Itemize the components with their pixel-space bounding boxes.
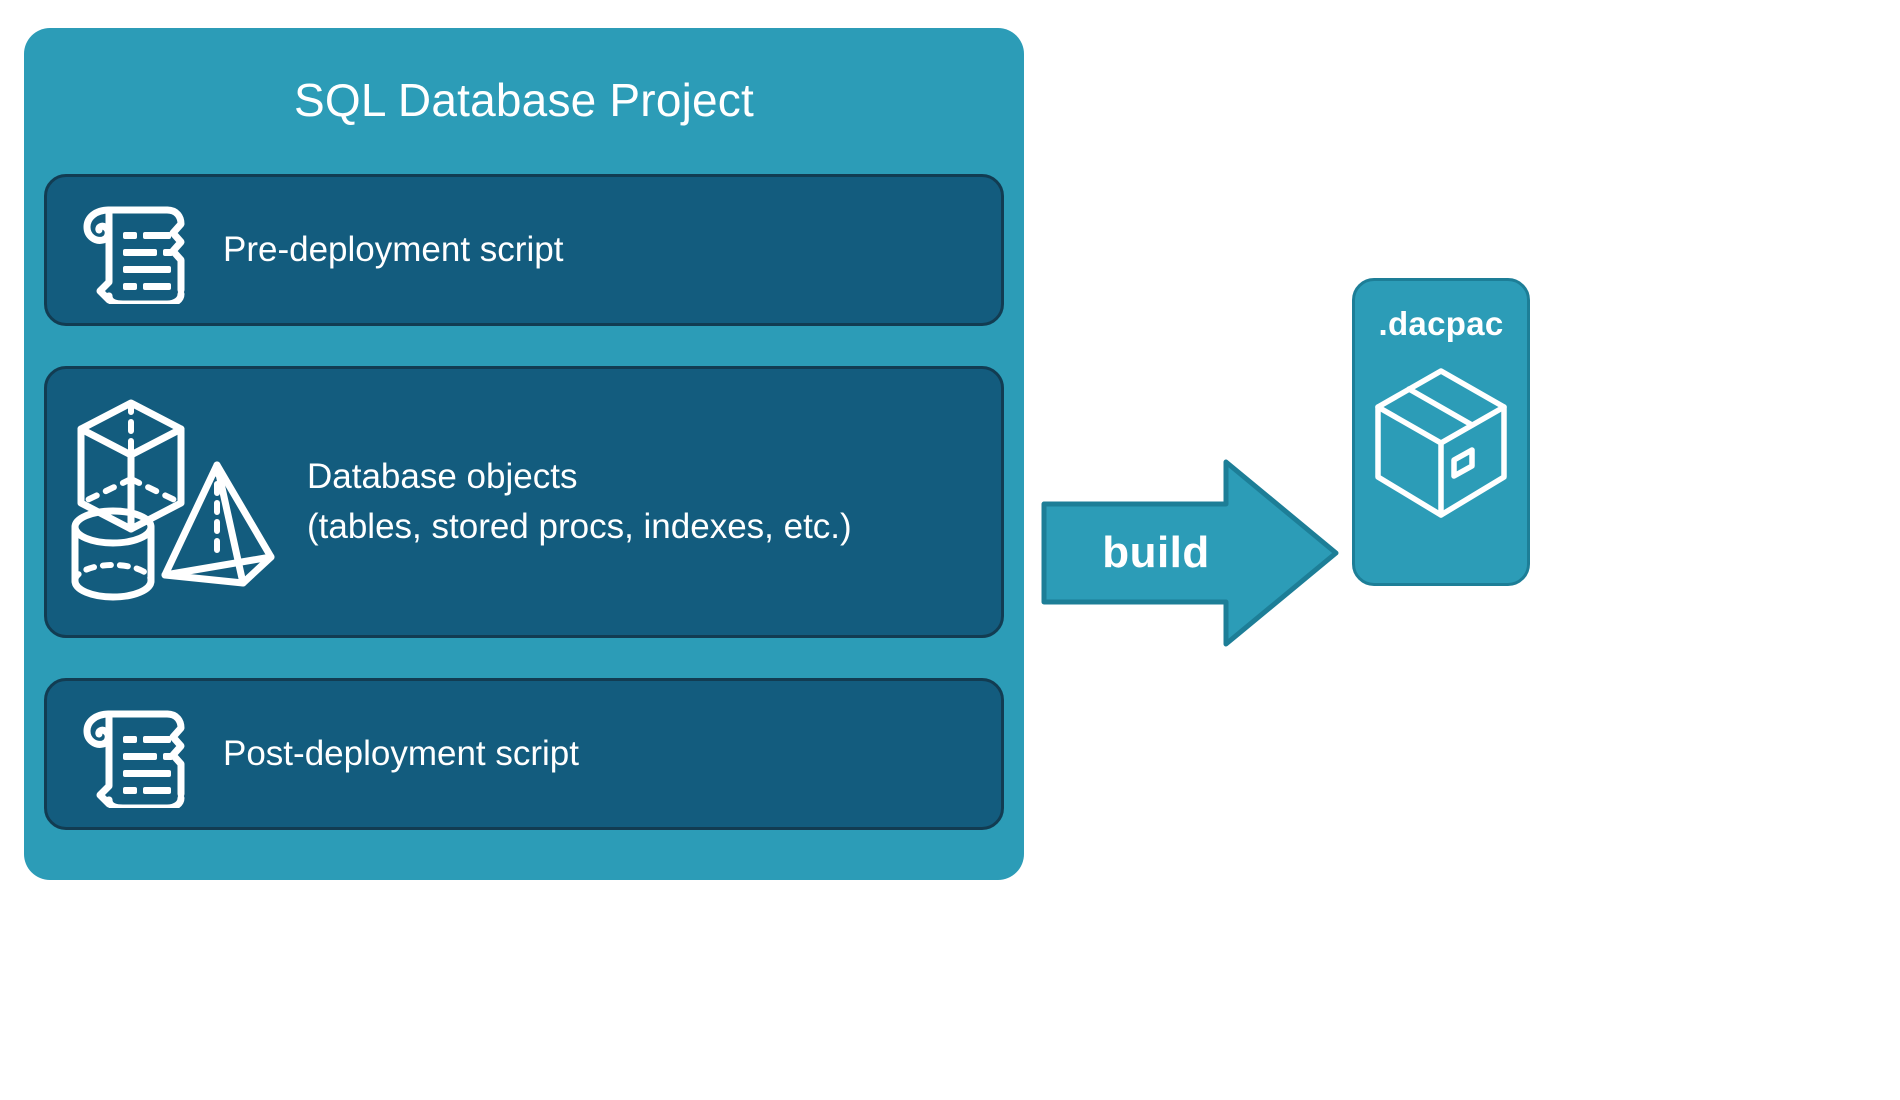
arrow-right-icon bbox=[1041, 459, 1339, 647]
project-title: SQL Database Project bbox=[294, 74, 754, 126]
package-box-icon bbox=[1372, 365, 1510, 525]
scroll-script-icon bbox=[47, 190, 223, 310]
card-pre-deployment-script[interactable]: Pre-deployment script bbox=[44, 174, 1004, 326]
dacpac-label: .dacpac bbox=[1378, 305, 1504, 342]
scroll-script-icon bbox=[47, 694, 223, 814]
card-label-database-objects: Database objects (tables, stored procs, … bbox=[307, 457, 852, 546]
build-arrow: build bbox=[1040, 458, 1340, 648]
three-d-shapes-icon bbox=[47, 382, 307, 622]
sql-database-project-container: SQL Database Project bbox=[24, 28, 1024, 880]
card-label-post-deployment: Post-deployment script bbox=[223, 734, 579, 773]
dacpac-output-box[interactable]: .dacpac bbox=[1352, 278, 1530, 586]
card-label-pre-deployment: Pre-deployment script bbox=[223, 230, 564, 269]
card-database-objects[interactable]: Database objects (tables, stored procs, … bbox=[44, 366, 1004, 638]
card-post-deployment-script[interactable]: Post-deployment script bbox=[44, 678, 1004, 830]
